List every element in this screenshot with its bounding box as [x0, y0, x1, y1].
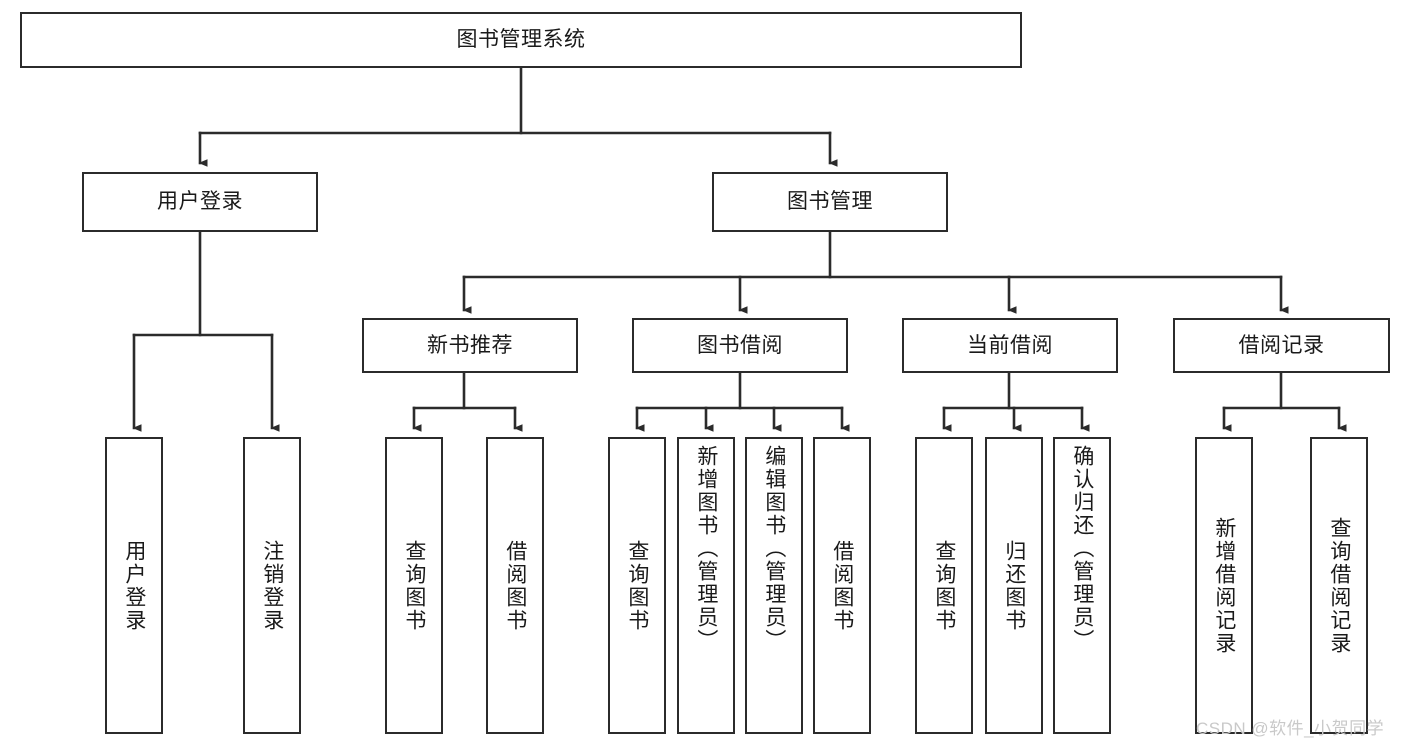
- node-label: 查询图书: [932, 539, 956, 632]
- node-label: 借阅图书: [503, 539, 527, 632]
- node-level3-确认归还管理员[interactable]: 确认归还（管理员）: [1053, 437, 1111, 734]
- node-level3-新增图书管理员[interactable]: 新增图书（管理员）: [677, 437, 735, 734]
- node-label: 编辑图书（管理员）: [762, 445, 786, 652]
- node-level3-查询图书[interactable]: 查询图书: [915, 437, 973, 734]
- csdn-watermark: CSDN @软件_小贺同学: [1196, 719, 1385, 738]
- node-level2-新书推荐[interactable]: 新书推荐: [362, 318, 578, 373]
- node-level3-借阅图书[interactable]: 借阅图书: [486, 437, 544, 734]
- node-level3-查询借阅记录[interactable]: 查询借阅记录: [1310, 437, 1368, 734]
- node-level3-查询图书[interactable]: 查询图书: [385, 437, 443, 734]
- node-label: 注销登录: [260, 539, 284, 632]
- node-level2-图书借阅[interactable]: 图书借阅: [632, 318, 848, 373]
- node-level3-归还图书[interactable]: 归还图书: [985, 437, 1043, 734]
- node-label: 新增借阅记录: [1212, 516, 1236, 655]
- node-label: 借阅记录: [1238, 333, 1325, 357]
- node-level1-图书管理[interactable]: 图书管理: [712, 172, 948, 232]
- node-root-system[interactable]: 图书管理系统: [20, 12, 1022, 68]
- node-level3-用户登录[interactable]: 用户登录: [105, 437, 163, 734]
- node-label: 当前借阅: [967, 333, 1053, 357]
- node-label: 查询图书: [402, 539, 426, 632]
- node-label: 用户登录: [122, 539, 146, 632]
- node-level1-用户登录[interactable]: 用户登录: [82, 172, 318, 232]
- node-level2-借阅记录[interactable]: 借阅记录: [1173, 318, 1390, 373]
- node-label: 查询图书: [625, 539, 649, 632]
- node-label: 图书管理: [787, 190, 873, 214]
- node-level3-查询图书[interactable]: 查询图书: [608, 437, 666, 734]
- node-label: 归还图书: [1002, 539, 1026, 632]
- node-label: 用户登录: [157, 190, 243, 214]
- node-label: 借阅图书: [830, 539, 854, 632]
- node-label: 图书管理系统: [456, 28, 586, 52]
- node-level3-编辑图书管理员[interactable]: 编辑图书（管理员）: [745, 437, 803, 734]
- node-level3-借阅图书[interactable]: 借阅图书: [813, 437, 871, 734]
- node-label: 新书推荐: [427, 333, 513, 357]
- node-level3-注销登录[interactable]: 注销登录: [243, 437, 301, 734]
- node-label: 图书借阅: [697, 333, 783, 357]
- node-label: 新增图书（管理员）: [694, 445, 718, 652]
- node-label: 确认归还（管理员）: [1070, 445, 1094, 652]
- node-label: 查询借阅记录: [1327, 516, 1351, 655]
- node-level2-当前借阅[interactable]: 当前借阅: [902, 318, 1118, 373]
- node-level3-新增借阅记录[interactable]: 新增借阅记录: [1195, 437, 1253, 734]
